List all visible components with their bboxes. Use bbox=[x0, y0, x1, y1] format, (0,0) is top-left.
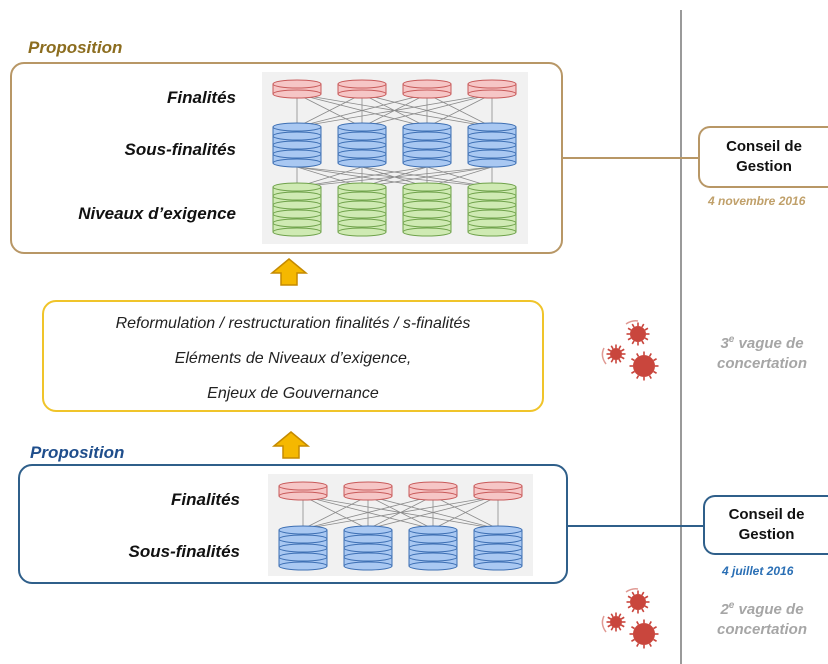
top-row-label-sous-finalites: Sous-finalités bbox=[124, 140, 236, 159]
virus-particle bbox=[626, 322, 650, 346]
top-row-label-niveaux: Niveaux d’exigence bbox=[78, 204, 236, 223]
sous-finalite-cylinder bbox=[467, 122, 517, 168]
niveau-cylinder bbox=[337, 182, 387, 237]
timeline-axis bbox=[680, 10, 682, 664]
finalite-cylinder bbox=[337, 79, 387, 99]
council-top-date: 4 novembre 2016 bbox=[708, 194, 806, 208]
bottom-row-label-sous-finalites: Sous-finalités bbox=[128, 542, 240, 561]
council-bottom-date: 4 juillet 2016 bbox=[722, 564, 794, 578]
finalite-cylinder bbox=[402, 79, 452, 99]
top-proposal-title: Proposition bbox=[28, 38, 123, 57]
top-row-label-finalites: Finalités bbox=[167, 88, 236, 107]
sous-finalite-cylinder bbox=[278, 525, 328, 571]
sous-finalite-cylinder bbox=[473, 525, 523, 571]
council-bottom-line1: Conseil de bbox=[728, 506, 805, 523]
middle-line-1: Reformulation / restructuration finalité… bbox=[115, 315, 471, 332]
virus-icon bbox=[601, 320, 659, 381]
council-top-box: Conseil de Gestion bbox=[698, 126, 828, 188]
sous-finalite-cylinder bbox=[402, 122, 452, 168]
bottom-proposal-title: Proposition bbox=[30, 443, 125, 462]
sous-finalite-cylinder bbox=[408, 525, 458, 571]
virus-particle bbox=[606, 612, 626, 632]
wave3-line1: 3e vague de bbox=[720, 334, 804, 352]
bottom-hierarchy-diagram bbox=[278, 481, 523, 571]
arrow-up-top bbox=[269, 258, 309, 286]
virus-particle bbox=[629, 351, 659, 381]
connector-bottom bbox=[568, 525, 705, 527]
sous-finalite-cylinder bbox=[337, 122, 387, 168]
virus-motion-mark bbox=[601, 615, 607, 633]
wave2-line1: 2e vague de bbox=[720, 600, 804, 618]
bottom-row-label-finalites: Finalités bbox=[171, 490, 240, 509]
finalite-cylinder bbox=[408, 481, 458, 501]
virus-icon bbox=[601, 588, 659, 649]
council-top-line1: Conseil de bbox=[726, 138, 802, 155]
wave3-line2: concertation bbox=[716, 355, 807, 372]
sous-finalite-cylinder bbox=[343, 525, 393, 571]
middle-line-3: Enjeux de Gouvernance bbox=[207, 385, 379, 402]
finalite-cylinder bbox=[343, 481, 393, 501]
wave2-line2: concertation bbox=[716, 621, 807, 638]
top-hierarchy-diagram bbox=[272, 79, 517, 237]
arrow-up-bottom bbox=[271, 431, 311, 459]
council-bottom-line2: Gestion bbox=[738, 526, 795, 543]
connector-top bbox=[563, 157, 700, 159]
finalite-cylinder bbox=[473, 481, 523, 501]
virus-motion-mark bbox=[625, 320, 639, 325]
virus-motion-mark bbox=[601, 347, 607, 365]
wave3-label: 3e vague de concertation bbox=[696, 330, 828, 374]
niveau-cylinder bbox=[272, 182, 322, 237]
virus-particle bbox=[629, 619, 659, 649]
council-top-line2: Gestion bbox=[736, 158, 792, 175]
wave2-label: 2e vague de concertation bbox=[696, 596, 828, 640]
virus-motion-mark bbox=[625, 588, 639, 593]
council-bottom-box: Conseil de Gestion bbox=[703, 495, 828, 555]
finalite-cylinder bbox=[272, 79, 322, 99]
finalite-cylinder bbox=[467, 79, 517, 99]
middle-line-2: Eléments de Niveaux d’exigence, bbox=[174, 350, 412, 367]
finalite-cylinder bbox=[278, 481, 328, 501]
niveau-cylinder bbox=[467, 182, 517, 237]
sous-finalite-cylinder bbox=[272, 122, 322, 168]
virus-particle bbox=[626, 590, 650, 614]
niveau-cylinder bbox=[402, 182, 452, 237]
virus-particle bbox=[606, 344, 626, 364]
middle-reformulation-box bbox=[42, 300, 544, 412]
